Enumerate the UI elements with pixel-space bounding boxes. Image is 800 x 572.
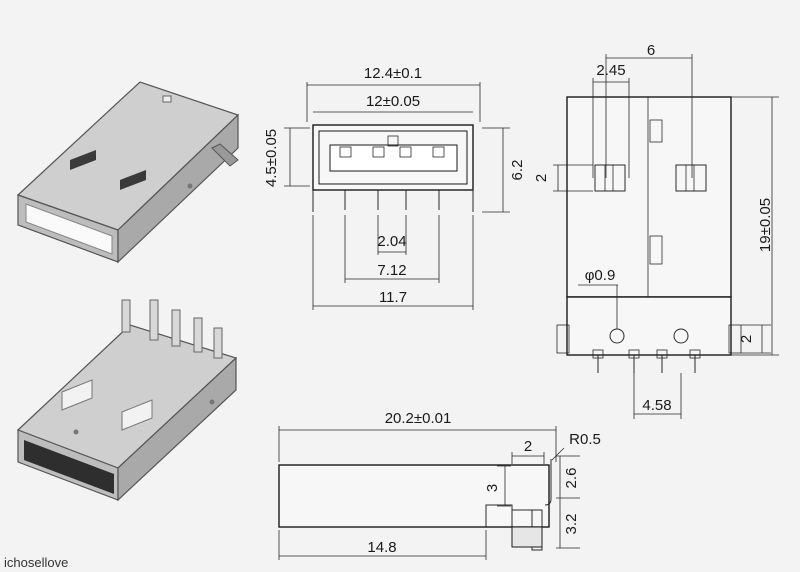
lower-label: 3.2 — [563, 514, 580, 535]
side-view: 20.2±0.01 2 R0.5 3 2.6 3.2 14.8 — [278, 410, 601, 560]
foot-span-label: 11.7 — [379, 289, 407, 306]
body-height-label: 3 — [484, 484, 501, 492]
tab-width-label: 2 — [524, 438, 532, 455]
side-length-label: 20.2±0.01 — [385, 410, 452, 427]
slot-height-label: 2 — [533, 174, 550, 182]
pin-row-label: 4.58 — [642, 397, 671, 414]
offset-b-label: 6 — [647, 42, 655, 59]
top-view: 2.45 6 2 19±0.05 φ0.9 2 4.58 — [533, 42, 779, 419]
body-length-label: 14.8 — [367, 539, 396, 556]
watermark: ichosellove — [4, 555, 69, 570]
hole-diameter-label: φ0.9 — [585, 267, 616, 284]
overall-width-label: 12.4±0.1 — [364, 65, 422, 82]
connector-3d-view-bottom — [16, 299, 238, 502]
length-label: 19±0.05 — [757, 198, 774, 252]
upper-label: 2.6 — [563, 468, 580, 489]
height-label: 4.5±0.05 — [263, 129, 280, 187]
pin-span-label: 7.12 — [377, 262, 406, 279]
pin-pitch-label: 2.04 — [377, 233, 406, 250]
foot-height-label: 2 — [738, 335, 755, 343]
radius-label: R0.5 — [569, 431, 601, 448]
offset-a-label: 2.45 — [596, 62, 625, 79]
front-view: 12.4±0.1 12±0.05 4.5±0.05 6.2 2.04 7.12 … — [263, 65, 526, 310]
inner-width-label: 12±0.05 — [366, 93, 420, 110]
pin-height-label: 6.2 — [509, 160, 526, 181]
connector-3d-view-top — [16, 81, 240, 264]
